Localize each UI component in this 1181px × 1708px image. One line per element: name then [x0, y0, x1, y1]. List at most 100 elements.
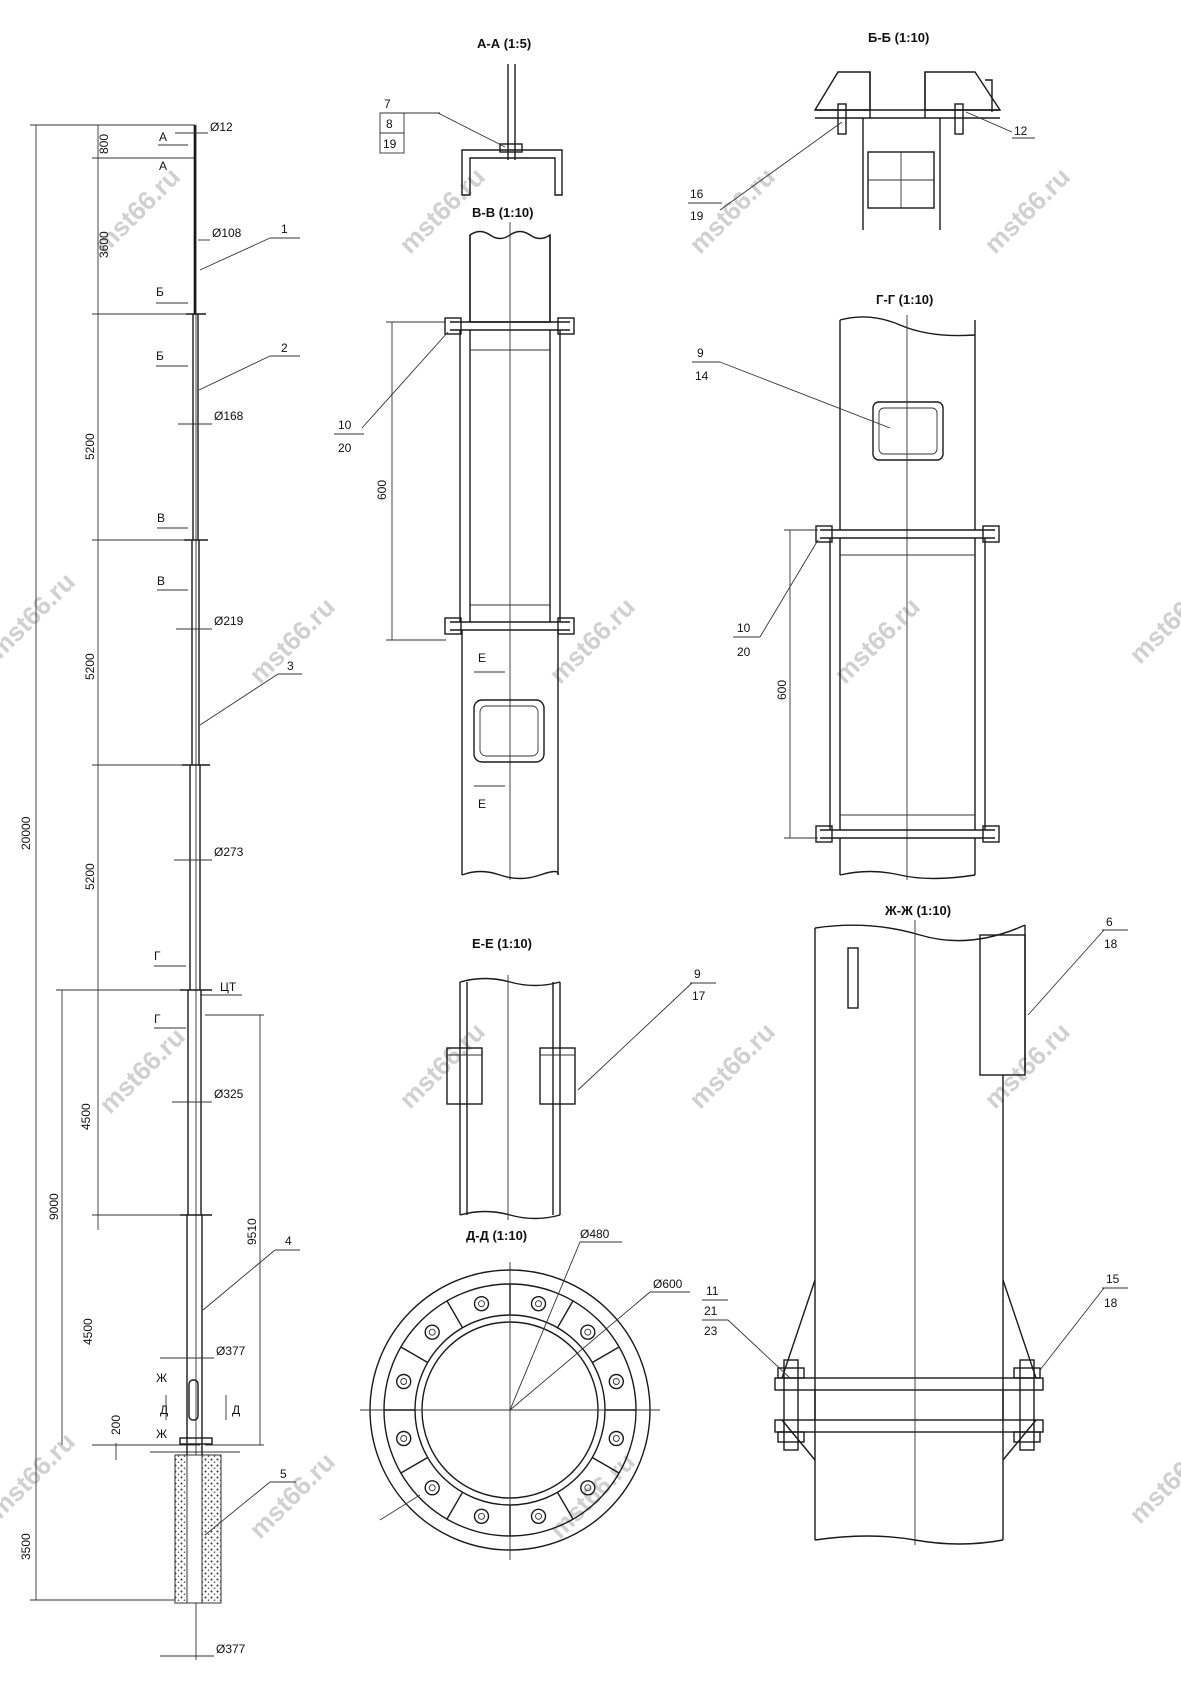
callout-number: 18 — [1104, 937, 1118, 951]
watermark: mst66.ru — [543, 1446, 641, 1544]
segment-dim-5200: 5200 — [83, 863, 97, 890]
bolt-hole-inner — [612, 1378, 620, 1385]
span-9510-dim: 9510 — [245, 1218, 259, 1245]
callout-number: 17 — [692, 989, 706, 1003]
bolt-hole-inner — [584, 1484, 592, 1492]
diameter-label: Ø377 — [216, 1642, 246, 1656]
view-aa: А-А (1:5) 7 8 19 — [379, 36, 563, 196]
callout-number: 1 — [281, 222, 288, 236]
bolt-hole-inner — [428, 1328, 436, 1336]
bolt-hole — [580, 1324, 596, 1340]
bolt-hole-inner — [478, 1300, 485, 1308]
watermark: mst66.ru — [0, 1426, 81, 1524]
bolt-hole — [424, 1324, 440, 1340]
height-dim-600: 600 — [375, 480, 389, 500]
callout-number: 18 — [1104, 1296, 1118, 1310]
overall-height-dim: 20000 — [19, 816, 33, 850]
callout-number: 19 — [690, 209, 704, 223]
bolt-hole — [530, 1508, 547, 1525]
flange-outer-diameter: Ø600 — [653, 1277, 683, 1291]
cut-letter-d: Д — [160, 1403, 168, 1417]
watermark: mst66.ru — [0, 566, 81, 664]
cut-letter-b: Б — [156, 285, 164, 299]
flange-rib — [591, 1346, 620, 1364]
cut-letter-zh: Ж — [156, 1371, 167, 1385]
segment-dim-3500: 3500 — [19, 1533, 33, 1560]
callout-number: 9 — [694, 967, 701, 981]
callout-number: 7 — [384, 97, 391, 111]
cut-letter-zh: Ж — [156, 1427, 167, 1441]
callout-number: 5 — [280, 1467, 287, 1481]
view-vv: В-В (1:10) 600 Е Е — [334, 205, 575, 880]
bolt-hole-inner — [612, 1435, 620, 1442]
callout-number: 4 — [285, 1234, 292, 1248]
cut-letter-a: А — [159, 130, 167, 144]
callout-number: 11 — [706, 1284, 719, 1298]
bolt-hole — [396, 1430, 412, 1447]
callout-number: 14 — [695, 369, 709, 383]
cut-letter-e: Е — [478, 651, 486, 665]
watermark: mst66.ru — [828, 591, 926, 689]
view-title: В-В (1:10) — [472, 205, 533, 220]
callout-number: 12 — [1014, 124, 1028, 138]
callout-number: 15 — [1106, 1272, 1120, 1286]
cut-letter-v: В — [157, 511, 165, 525]
view-bb: Б-Б (1:10) 16 19 12 — [688, 30, 1035, 230]
flange-rib — [400, 1456, 429, 1474]
flange-inner-diameter: Ø480 — [580, 1227, 610, 1241]
callout-number: 21 — [704, 1304, 718, 1318]
bolt-hole-inner — [400, 1378, 408, 1385]
callout-number: 10 — [737, 621, 751, 635]
bolt-hole — [473, 1508, 490, 1525]
diameter-label: Ø12 — [210, 120, 233, 134]
diameter-label: Ø273 — [214, 845, 244, 859]
watermark: mst66.ru — [683, 1016, 781, 1114]
cut-letter-b: Б — [156, 349, 164, 363]
watermark: mst66.ru — [393, 1016, 491, 1114]
callout-number: 2 — [281, 341, 288, 355]
view-dd: Д-Д (1:10) Ø480 Ø600 — [360, 1227, 690, 1560]
flange-rib — [400, 1346, 429, 1364]
callout-number: 20 — [338, 441, 352, 455]
callout-number: 19 — [383, 137, 397, 151]
bolt-hole-inner — [535, 1300, 542, 1308]
watermark: mst66.ru — [243, 591, 341, 689]
view-title: А-А (1:5) — [477, 36, 531, 51]
watermarks: mst66.ru mst66.ru mst66.ru mst66.ru mst6… — [0, 161, 1181, 1544]
flange-rib — [556, 1491, 574, 1520]
callout-number: 8 — [386, 117, 393, 131]
diameter-label: Ø325 — [214, 1087, 244, 1101]
bolt-hole — [530, 1295, 547, 1312]
diameter-label: Ø168 — [214, 409, 244, 423]
segment-dim-3600: 3600 — [97, 231, 111, 258]
view-title: Д-Д (1:10) — [466, 1228, 527, 1243]
segment-dim-800: 800 — [97, 134, 111, 154]
pole-elevation: 20000 800 3600 5200 5200 5200 4500 9000 … — [19, 120, 302, 1660]
flange-rib — [556, 1300, 574, 1329]
bolt-hole-inner — [400, 1435, 408, 1442]
flange-rib — [446, 1300, 464, 1329]
watermark: mst66.ru — [978, 161, 1076, 259]
bolt-hole — [580, 1480, 596, 1496]
cut-letter-e: Е — [478, 797, 486, 811]
cut-letter-g: Г — [154, 949, 161, 963]
watermark: mst66.ru — [93, 1021, 191, 1119]
diameter-label: Ø377 — [216, 1344, 246, 1358]
view-title: Ж-Ж (1:10) — [884, 903, 951, 918]
view-title: Б-Б (1:10) — [868, 30, 929, 45]
cut-letter-v: В — [157, 574, 165, 588]
height-dim-600: 600 — [775, 680, 789, 700]
callout-number: 20 — [737, 645, 751, 659]
callout-number: 16 — [690, 187, 704, 201]
bolt-hole-inner — [535, 1512, 542, 1520]
diameter-label: Ø108 — [212, 226, 242, 240]
bolt-hole — [608, 1373, 624, 1390]
view-ee: Е-Е (1:10) 9 17 — [446, 936, 716, 1220]
callout-number: 9 — [697, 346, 704, 360]
watermark: mst66.ru — [243, 1446, 341, 1544]
view-title: Е-Е (1:10) — [472, 936, 532, 951]
callout-number: 6 — [1106, 915, 1113, 929]
segment-dim-4500: 4500 — [81, 1318, 95, 1345]
